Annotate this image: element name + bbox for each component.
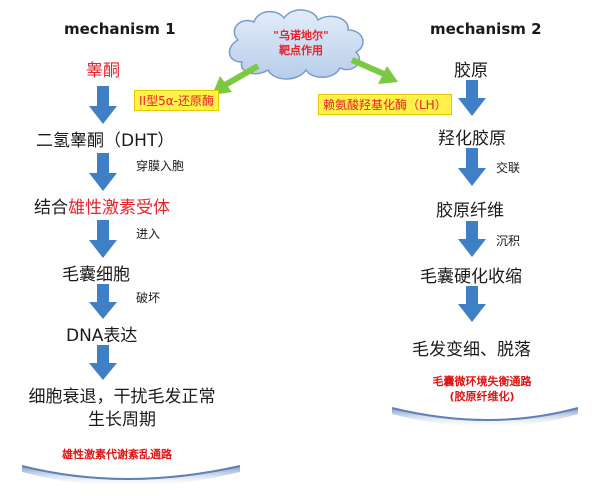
right-pathway-line-1: 毛囊微环境失衡通路 xyxy=(432,375,532,388)
right-node-hydroxylated-collagen: 羟化胶原 xyxy=(438,129,506,149)
arrow-down-right-4 xyxy=(458,286,486,322)
pathway-arc-right xyxy=(391,407,579,427)
left-node-testosterone: 睾酮 xyxy=(86,61,120,81)
left-node-cell-decline-line-1: 细胞衰退，干扰毛发正常 xyxy=(28,387,216,407)
right-node-collagen-fiber: 胶原纤维 xyxy=(436,201,504,221)
arrow-down-left-1 xyxy=(89,86,117,124)
arrow-down-left-3 xyxy=(89,220,117,258)
right-pathway-label: 毛囊微环境失衡通路 (胶原纤维化) xyxy=(412,374,552,404)
mechanism-1-heading: mechanism 1 xyxy=(64,20,176,38)
left-node-receptor: 结合雄性激素受体 xyxy=(34,193,170,218)
left-node-receptor-highlight: 雄性激素受体 xyxy=(68,198,170,218)
arrow-down-right-2 xyxy=(458,148,486,186)
arrow-down-right-3 xyxy=(458,221,486,257)
cloud-line-1: "乌诺地尔" xyxy=(273,29,329,42)
arrow-down-left-2 xyxy=(89,153,117,191)
left-edge-label-2: 穿膜入胞 xyxy=(136,159,185,173)
mechanism-2-heading: mechanism 2 xyxy=(430,20,542,38)
left-node-cell-decline: 细胞衰退，干扰毛发正常 生长周期 xyxy=(24,386,220,432)
cloud-shape xyxy=(228,9,364,80)
green-arrow-right xyxy=(350,57,398,84)
right-pathway-line-2: (胶原纤维化) xyxy=(449,390,515,403)
cloud-label: "乌诺地尔" 靶点作用 xyxy=(248,28,354,58)
left-enzyme-label: II型5α-还原酶 xyxy=(134,90,219,111)
right-edge-label-3: 沉积 xyxy=(496,234,521,248)
right-node-hair-thinning: 毛发变细、脱落 xyxy=(412,340,531,360)
right-node-follicle-sclerosis: 毛囊硬化收缩 xyxy=(420,267,522,287)
left-node-follicle-cell: 毛囊细胞 xyxy=(62,265,130,285)
right-node-collagen: 胶原 xyxy=(454,61,488,81)
left-edge-label-3: 进入 xyxy=(136,227,161,241)
left-pathway-label: 雄性激素代谢紊乱通路 xyxy=(62,448,172,461)
arrow-down-left-5 xyxy=(89,345,117,380)
right-edge-label-2: 交联 xyxy=(496,161,521,175)
left-edge-label-4: 破坏 xyxy=(136,291,161,305)
cloud-line-2: 靶点作用 xyxy=(279,44,323,57)
right-enzyme-label: 赖氨酸羟基化酶（LH） xyxy=(318,94,452,115)
arrow-down-right-1 xyxy=(458,80,486,116)
left-node-receptor-prefix: 结合 xyxy=(34,198,68,218)
left-node-dht: 二氢睾酮（DHT） xyxy=(36,131,175,151)
left-node-cell-decline-line-2: 生长周期 xyxy=(88,410,156,430)
arrow-down-left-4 xyxy=(89,284,117,319)
left-node-dna: DNA表达 xyxy=(66,326,138,346)
pathway-arc-left xyxy=(21,465,241,486)
